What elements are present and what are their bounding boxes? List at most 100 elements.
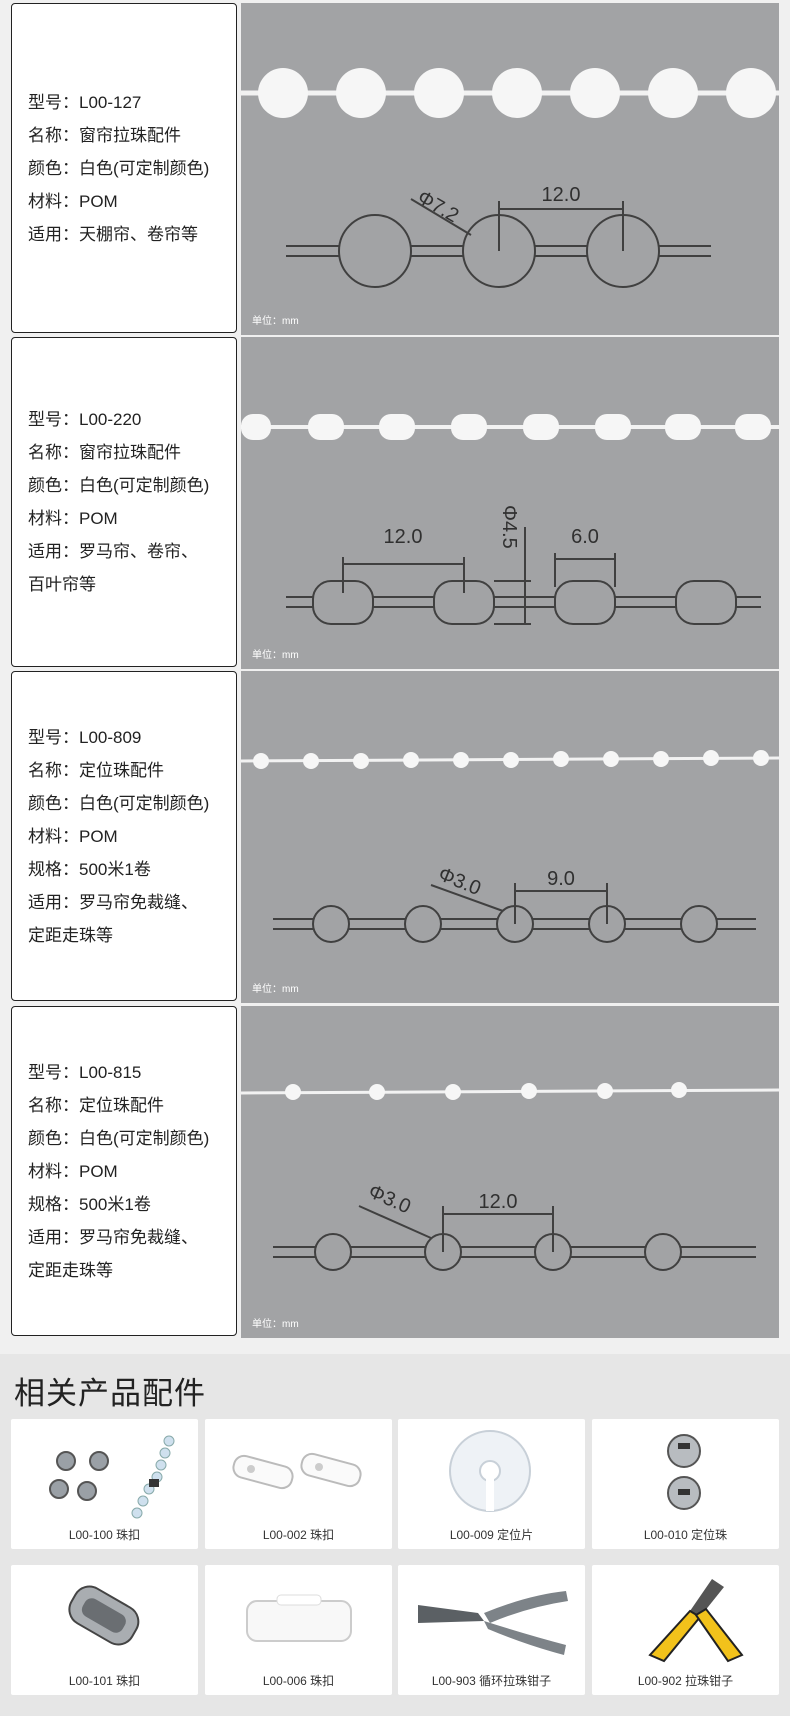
bead (379, 414, 415, 440)
bead-chain-diagram: 9.0 Φ3.0 (241, 750, 779, 943)
spec-key: 颜色： (28, 476, 79, 495)
spec-line: 规格：500米1卷 (28, 853, 209, 886)
spec-lines: 型号：L00-220 名称：窗帘拉珠配件 颜色：白色(可定制颜色) 材料：POM… (28, 338, 209, 666)
spec-key: 名称： (28, 443, 79, 462)
spec-value: 白色(可定制颜色) (79, 1128, 210, 1148)
spec-value: 500米1卷 (79, 1194, 151, 1214)
spec-key: 规格： (28, 1194, 79, 1214)
spec-value: 窗帘拉珠配件 (79, 443, 181, 462)
bead (726, 68, 776, 118)
related-product-card[interactable]: L00-101 珠扣 (11, 1565, 198, 1695)
spec-line: 颜色：白色(可定制颜色) (28, 469, 209, 502)
dimension-drawing (273, 883, 756, 943)
spec-key: 型号： (28, 410, 79, 429)
spec-value: 定距走珠等 (28, 1260, 113, 1280)
spec-key: 名称： (28, 1095, 79, 1115)
spec-lines: 型号：L00-815 名称：定位珠配件 颜色：白色(可定制颜色) 材料：POM … (28, 1007, 209, 1335)
bead (451, 414, 487, 440)
spec-key: 适用： (28, 1227, 79, 1247)
metal-coupling-icon (68, 1585, 140, 1646)
spec-line: 型号：L00-809 (28, 721, 209, 754)
spec-row-l00-815: 型号：L00-815 名称：定位珠配件 颜色：白色(可定制颜色) 材料：POM … (11, 1006, 779, 1338)
spec-line: 颜色：白色(可定制颜色) (28, 152, 209, 185)
spec-lines: 型号：L00-809 名称：定位珠配件 颜色：白色(可定制颜色) 材料：POM … (28, 672, 209, 1000)
spec-value: L00-815 (79, 1062, 142, 1082)
pliers-icon (648, 1579, 744, 1663)
spec-line: 材料：POM (28, 502, 209, 535)
spec-value: L00-220 (79, 410, 142, 429)
spec-line: 名称：定位珠配件 (28, 754, 209, 787)
related-product-card[interactable]: L00-902 拉珠钳子 (592, 1565, 779, 1695)
stopper-bead-icon (667, 1434, 701, 1510)
spec-key: 材料： (28, 509, 79, 528)
related-products-title: 相关产品配件 (14, 1376, 206, 1412)
related-product-card[interactable]: L00-100 珠扣 (11, 1419, 198, 1549)
spec-line: 材料：POM (28, 185, 209, 218)
spec-line: 适用：罗马帘、卷帘、 (28, 535, 209, 568)
related-product-card[interactable]: L00-903 循环拉珠钳子 (398, 1565, 585, 1695)
spec-line: 型号：L00-815 (28, 1056, 209, 1089)
diameter-label: Φ7.2 (414, 186, 463, 227)
spec-key: 颜色： (28, 1128, 79, 1148)
spec-line: 名称：窗帘拉珠配件 (28, 119, 209, 152)
spec-card: 型号：L00-127 名称：窗帘拉珠配件 颜色：白色(可定制颜色) 材料：POM… (11, 3, 237, 333)
bead (308, 414, 344, 440)
spec-value: 罗马帘免裁缝、 (79, 1227, 198, 1247)
spec-value: 白色(可定制颜色) (79, 476, 210, 495)
spec-row-l00-809: 型号：L00-809 名称：定位珠配件 颜色：白色(可定制颜色) 材料：POM … (11, 671, 779, 1003)
spec-key: 适用： (28, 224, 79, 244)
spec-key: 型号： (28, 727, 79, 747)
plastic-coupler-icon (246, 1594, 352, 1642)
spec-value: 罗马帘免裁缝、 (79, 892, 198, 912)
unit-label: 单位：mm (252, 316, 299, 327)
spec-value: 500米1卷 (79, 859, 151, 879)
spec-value: L00-809 (79, 727, 142, 747)
beads (253, 750, 769, 769)
related-product-label: L00-002 珠扣 (262, 1528, 335, 1542)
spec-row-l00-220: 型号：L00-220 名称：窗帘拉珠配件 颜色：白色(可定制颜色) 材料：POM… (11, 337, 779, 669)
related-product-label: L00-009 定位片 (449, 1528, 534, 1542)
dimension-drawing (273, 1205, 756, 1271)
spec-line: 颜色：白色(可定制颜色) (28, 787, 209, 820)
beads (285, 1082, 687, 1100)
spec-value: POM (79, 191, 118, 211)
bead (648, 68, 698, 118)
spec-line: 名称：定位珠配件 (28, 1089, 209, 1122)
bead (595, 414, 631, 440)
related-product-label: L00-100 珠扣 (68, 1528, 141, 1542)
spec-line: 规格：500米1卷 (28, 1188, 209, 1221)
stopper-disc-icon (449, 1430, 531, 1512)
related-product-card[interactable]: L00-006 珠扣 (205, 1565, 392, 1695)
spec-line: 型号：L00-127 (28, 86, 209, 119)
spec-key: 规格： (28, 859, 79, 879)
spec-key: 型号： (28, 92, 79, 112)
unit-label: 单位：mm (252, 984, 299, 995)
spec-line: 颜色：白色(可定制颜色) (28, 1122, 209, 1155)
bead-chain-diagram: 12.0 Φ4.5 6.0 (241, 414, 779, 625)
related-product-card[interactable]: L00-010 定位珠 (592, 1419, 779, 1549)
spec-value: 天棚帘、卷帘等 (79, 224, 198, 244)
product-photo: 12.0 Φ3.0 单位：mm (241, 1006, 779, 1338)
spec-card: 型号：L00-220 名称：窗帘拉珠配件 颜色：白色(可定制颜色) 材料：POM… (11, 337, 237, 667)
spec-line: 材料：POM (28, 820, 209, 853)
spec-line: 定距走珠等 (28, 919, 209, 952)
bead (570, 68, 620, 118)
bead (735, 414, 771, 440)
spec-key: 材料： (28, 191, 79, 211)
unit-label: 单位：mm (252, 650, 299, 661)
spec-value: L00-127 (79, 92, 142, 112)
related-product-label: L00-902 拉珠钳子 (637, 1674, 734, 1688)
product-photo: 9.0 Φ3.0 单位：mm (241, 671, 779, 1003)
related-product-label: L00-903 循环拉珠钳子 (431, 1674, 552, 1688)
spec-line: 型号：L00-220 (28, 403, 209, 436)
bead-clasp-icon (49, 1435, 175, 1519)
spec-key: 颜色： (28, 793, 79, 813)
related-product-card[interactable]: L00-009 定位片 (398, 1419, 585, 1549)
related-product-card[interactable]: L00-002 珠扣 (205, 1419, 392, 1549)
spec-value: POM (79, 1161, 118, 1181)
spec-line: 名称：窗帘拉珠配件 (28, 436, 209, 469)
bead (258, 68, 308, 118)
spec-value: POM (79, 826, 118, 846)
bead-chain-diagram: 12.0 Φ3.0 (241, 1082, 779, 1271)
